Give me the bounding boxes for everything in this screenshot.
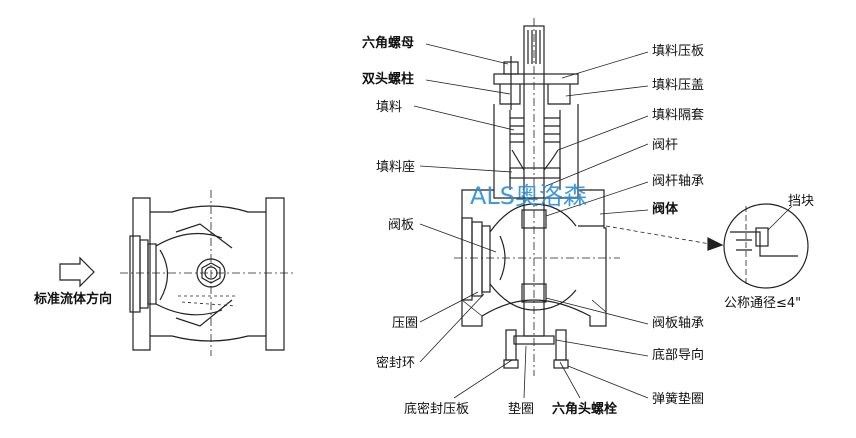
left-valve-view [120, 190, 296, 356]
label-spring-washer: 弹簧垫圈 [652, 392, 705, 407]
flow-direction-label: 标准流体方向 [34, 292, 113, 307]
detail-arrow-icon [707, 237, 724, 251]
label-packing: 填料 [376, 100, 403, 115]
label-packing-gland-cover: 填料压盖 [652, 78, 705, 93]
label-valve-stem: 阀杆 [652, 138, 679, 153]
label-packing-gland-plate: 填料压板 [652, 44, 705, 59]
label-stud-bolt: 双头螺柱 [362, 72, 415, 87]
label-packing-spacer: 填料隔套 [652, 108, 705, 123]
watermark: ALS奥洛森 [470, 182, 588, 210]
label-bottom-seal-gland: 底密封压板 [404, 402, 470, 417]
label-bottom-guide: 底部导向 [652, 348, 705, 363]
label-valve-body: 阀体 [652, 202, 679, 217]
stop-block-detail [723, 203, 809, 289]
label-valve-plug: 阀板 [388, 218, 415, 233]
leader-lines [413, 43, 793, 399]
label-stem-bearing: 阀杆轴承 [652, 174, 705, 189]
label-plug-bearing: 阀板轴承 [652, 316, 705, 331]
label-nominal-size: 公称通径≤4" [724, 296, 802, 311]
label-pressure-ring: 压圈 [392, 316, 419, 331]
flow-arrow-icon [59, 256, 95, 288]
main-valve-section [454, 18, 620, 376]
label-seal-ring: 密封环 [376, 356, 416, 371]
label-packing-seat: 填料座 [376, 160, 416, 175]
label-stop-block: 挡块 [788, 194, 815, 209]
label-gasket: 垫圈 [508, 402, 535, 417]
label-hex-bolt: 六角头螺栓 [552, 402, 618, 417]
label-hex-nut: 六角螺母 [362, 36, 415, 51]
